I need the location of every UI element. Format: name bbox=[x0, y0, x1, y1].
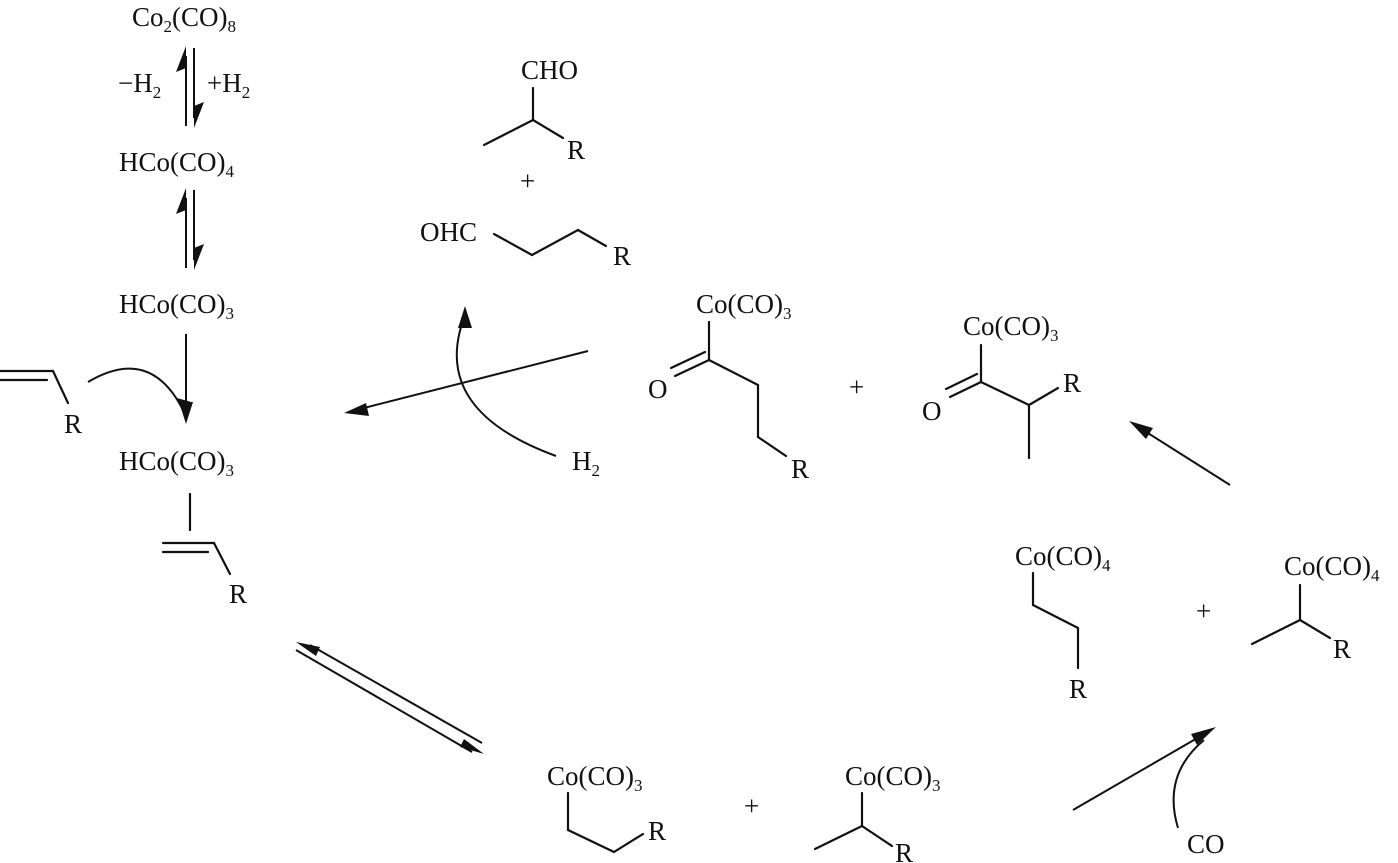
alkyl-linear-co3-skeleton bbox=[566, 791, 645, 854]
equilibrium-arrow-1 bbox=[176, 46, 204, 128]
alkene-reactant bbox=[0, 369, 70, 405]
alkyl-linear-co4-formula: Co(CO)4 bbox=[1015, 541, 1111, 575]
hco-co3-formula-b: HCo(CO)3 bbox=[119, 446, 234, 480]
alkyl-branched-co4-formula: Co(CO)4 bbox=[1284, 551, 1380, 585]
co2co8-formula: Co2(CO)8 bbox=[132, 2, 236, 36]
acyl-linear-skeleton bbox=[669, 320, 788, 458]
acyl-linear-co-formula: Co(CO)3 bbox=[696, 289, 792, 323]
acyl-branched-co-formula: Co(CO)3 bbox=[963, 311, 1059, 345]
plus-h2-label: +H2 bbox=[207, 68, 250, 102]
linear-aldehyde-ohc-label: OHC bbox=[420, 217, 477, 247]
acyl-branched-o-label: O bbox=[922, 396, 942, 426]
pi-complex-alkene bbox=[161, 492, 232, 576]
alkyl-linear-co4-r-label: R bbox=[1069, 674, 1087, 704]
acyl-branched-r-label: R bbox=[1063, 368, 1081, 398]
alkene-addition-curved-arrow bbox=[87, 367, 191, 420]
h2-reagent-label: H2 bbox=[572, 446, 600, 480]
minus-h2-label: −H2 bbox=[118, 68, 161, 102]
h2-curved-arrow bbox=[455, 306, 557, 457]
acyl-linear-o-label: O bbox=[648, 374, 668, 404]
alkyl-linear-co3-r-label: R bbox=[648, 816, 666, 846]
co-addition-arrow bbox=[1072, 727, 1216, 829]
branched-aldehyde-cho-label: CHO bbox=[521, 55, 578, 85]
hco-co4-formula: HCo(CO)4 bbox=[119, 147, 235, 181]
alkyl-linear-co3-formula: Co(CO)3 bbox=[547, 761, 643, 795]
branched-aldehyde-r-label: R bbox=[567, 135, 585, 165]
alkyl-branched-co3-skeleton bbox=[813, 791, 894, 851]
alkene-r-label: R bbox=[64, 409, 82, 439]
branched-aldehyde-skeleton bbox=[482, 86, 565, 147]
plus-sign-aldehydes: + bbox=[520, 166, 535, 196]
plus-sign-bottom: + bbox=[744, 791, 759, 821]
equilibrium-arrow-2 bbox=[176, 188, 204, 270]
alkyl-branched-co3-formula: Co(CO)3 bbox=[845, 761, 941, 795]
alkyl-branched-co3-r-label: R bbox=[895, 838, 913, 863]
alkyl-branched-co4-r-label: R bbox=[1333, 634, 1351, 664]
insertion-equilibrium-arrow bbox=[295, 642, 484, 754]
co-reagent-label: CO bbox=[1187, 829, 1225, 859]
linear-aldehyde-skeleton bbox=[492, 228, 608, 257]
alkyl-branched-co4-skeleton bbox=[1250, 583, 1332, 646]
alkyl-linear-co4-skeleton bbox=[1031, 571, 1080, 670]
migratory-insertion-arrow bbox=[1129, 421, 1231, 486]
linear-aldehyde-r-label: R bbox=[613, 241, 631, 271]
pi-complex-r-label: R bbox=[229, 579, 247, 609]
plus-sign-right: + bbox=[1196, 596, 1211, 626]
plus-sign-acyl: + bbox=[849, 372, 864, 402]
hydrogenolysis-arrow bbox=[344, 350, 589, 416]
hco-co3-formula-a: HCo(CO)3 bbox=[119, 289, 234, 323]
acyl-branched-skeleton bbox=[944, 343, 1060, 460]
acyl-linear-r-label: R bbox=[791, 454, 809, 484]
